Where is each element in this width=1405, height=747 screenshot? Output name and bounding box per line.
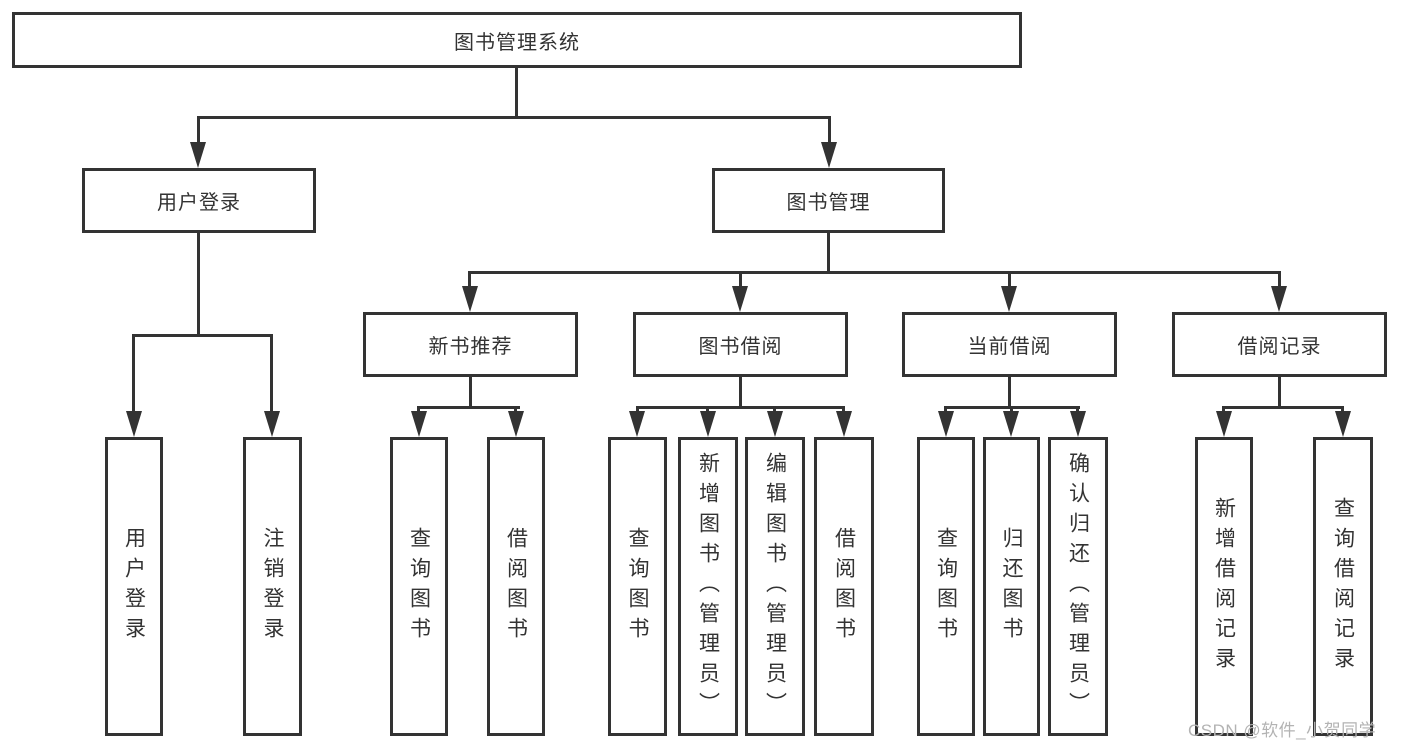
- leaf-add-borrow-record: 新增借阅记录: [1195, 437, 1253, 736]
- connector-line: [1278, 377, 1281, 409]
- leaf-label: 查询图书: [407, 526, 431, 647]
- connector-line: [197, 233, 200, 337]
- arrowhead-down: [1335, 411, 1351, 437]
- arrowhead-down: [264, 411, 280, 437]
- connector-line: [944, 406, 947, 413]
- connector-line: [468, 271, 1281, 274]
- connector-line: [197, 116, 831, 119]
- leaf-add-book-admin: 新增图书（管理员）: [678, 437, 738, 736]
- arrowhead-down: [836, 411, 852, 437]
- node-label: 图书管理: [786, 192, 871, 214]
- node-label: 新书推荐: [428, 336, 513, 358]
- watermark: CSDN @软件_小贺同学: [1188, 721, 1377, 740]
- arrowhead-down: [1271, 286, 1287, 312]
- node-book-management: 图书管理: [712, 168, 945, 233]
- leaf-label: 编辑图书（管理员）: [763, 451, 787, 722]
- leaf-logout: 注销登录: [243, 437, 302, 736]
- node-borrowing-records: 借阅记录: [1172, 312, 1387, 377]
- leaf-return-book: 归还图书: [983, 437, 1040, 736]
- leaf-edit-book-admin: 编辑图书（管理员）: [745, 437, 805, 736]
- arrowhead-down: [700, 411, 716, 437]
- node-library-management-system: 图书管理系统: [12, 12, 1022, 68]
- connector-line: [514, 406, 517, 413]
- leaf-borrow-books-borrowing: 借阅图书: [814, 437, 874, 736]
- node-new-book-recommend: 新书推荐: [363, 312, 578, 377]
- node-label: 图书管理系统: [454, 31, 580, 54]
- connector-line: [827, 233, 830, 274]
- leaf-label: 注销登录: [261, 526, 284, 647]
- connector-line: [417, 406, 420, 413]
- arrowhead-down: [1070, 411, 1086, 437]
- leaf-label: 确认归还（管理员）: [1066, 451, 1090, 722]
- arrowhead-down: [629, 411, 645, 437]
- leaf-query-books-recommend: 查询图书: [390, 437, 448, 736]
- arrowhead-down: [767, 411, 783, 437]
- connector-line: [636, 406, 639, 413]
- connector-line: [636, 406, 845, 409]
- leaf-label: 查询图书: [934, 526, 958, 647]
- leaf-label: 新增图书（管理员）: [696, 451, 720, 722]
- connector-line: [1008, 271, 1011, 288]
- node-current-borrowing: 当前借阅: [902, 312, 1117, 377]
- connector-line: [706, 406, 709, 413]
- connector-line: [1222, 406, 1344, 409]
- arrowhead-down: [1001, 286, 1017, 312]
- connector-line: [1076, 406, 1079, 413]
- arrowhead-down: [732, 286, 748, 312]
- leaf-label: 查询借阅记录: [1331, 496, 1355, 677]
- node-user-login: 用户登录: [82, 168, 316, 233]
- connector-line: [773, 406, 776, 413]
- leaf-query-borrow-record: 查询借阅记录: [1313, 437, 1373, 736]
- leaf-confirm-return-admin: 确认归还（管理员）: [1048, 437, 1108, 736]
- connector-line: [739, 271, 742, 288]
- node-label: 图书借阅: [698, 336, 783, 358]
- connector-line: [270, 334, 273, 414]
- connector-line: [417, 406, 520, 409]
- arrowhead-down: [126, 411, 142, 437]
- arrowhead-down: [190, 142, 206, 168]
- arrowhead-down: [1216, 411, 1232, 437]
- leaf-label: 借阅图书: [504, 526, 528, 647]
- node-label: 当前借阅: [967, 336, 1052, 358]
- connector-line: [842, 406, 845, 413]
- arrowhead-down: [411, 411, 427, 437]
- connector-line: [132, 334, 135, 414]
- leaf-query-books-current: 查询图书: [917, 437, 975, 736]
- leaf-label: 归还图书: [1000, 526, 1023, 647]
- node-label: 用户登录: [157, 192, 241, 214]
- leaf-borrow-books-recommend: 借阅图书: [487, 437, 545, 736]
- connector-line: [1278, 271, 1281, 288]
- connector-line: [1010, 406, 1013, 413]
- leaf-label: 用户登录: [122, 526, 146, 647]
- leaf-label: 借阅图书: [832, 526, 856, 647]
- leaf-label: 查询图书: [626, 526, 649, 647]
- connector-line: [132, 334, 273, 337]
- connector-line: [1222, 406, 1225, 413]
- connector-line: [1341, 406, 1344, 413]
- leaf-label: 新增借阅记录: [1212, 496, 1236, 677]
- arrowhead-down: [821, 142, 837, 168]
- connector-line: [197, 116, 200, 144]
- connector-line: [828, 116, 831, 144]
- arrowhead-down: [938, 411, 954, 437]
- leaf-query-books-borrowing: 查询图书: [608, 437, 667, 736]
- connector-line: [469, 377, 472, 409]
- node-book-borrowing: 图书借阅: [633, 312, 848, 377]
- arrowhead-down: [462, 286, 478, 312]
- leaf-user-login: 用户登录: [105, 437, 163, 736]
- connector-line: [739, 377, 742, 409]
- connector-line: [515, 68, 518, 119]
- arrowhead-down: [508, 411, 524, 437]
- arrowhead-down: [1003, 411, 1019, 437]
- connector-line: [468, 271, 471, 288]
- connector-line: [1008, 377, 1011, 409]
- node-label: 借阅记录: [1237, 336, 1322, 358]
